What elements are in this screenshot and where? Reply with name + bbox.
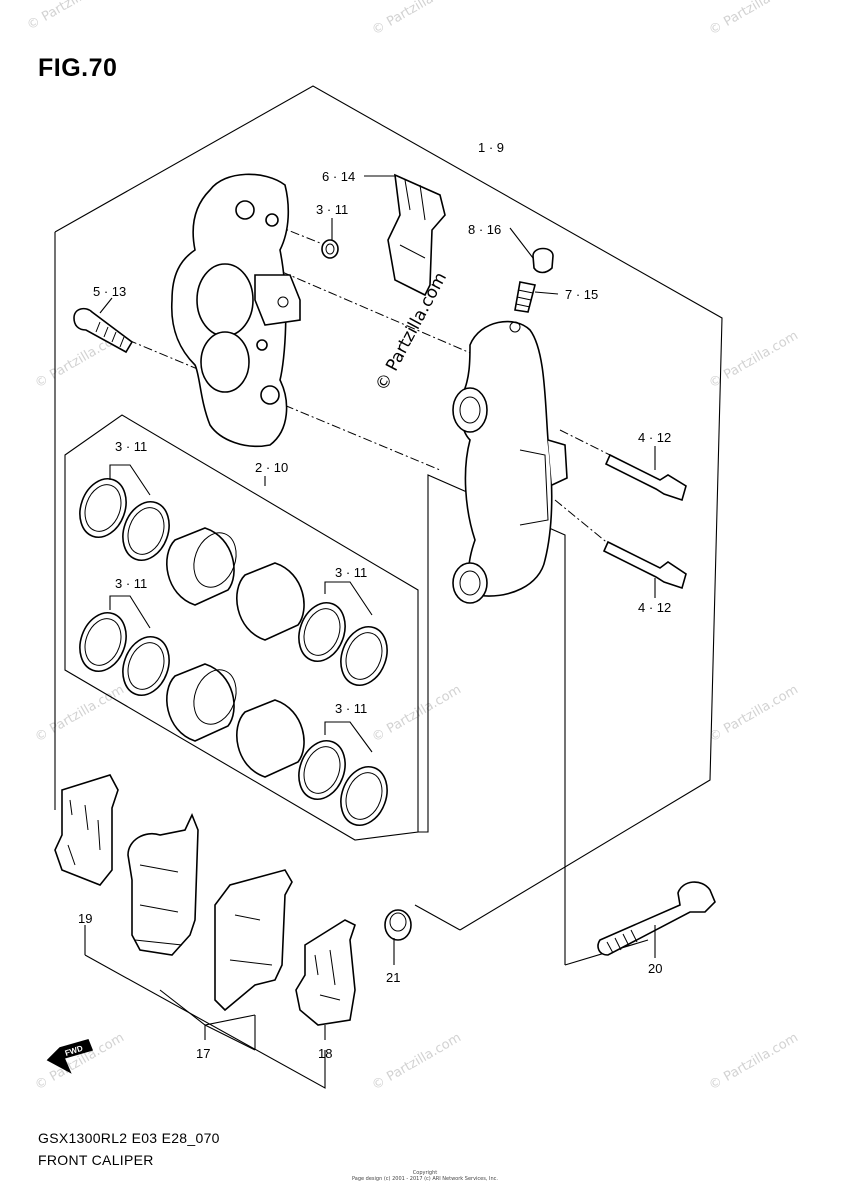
callout-3-11: 3 · 11 <box>335 565 367 580</box>
mounting-pin-4-12-top <box>604 453 687 502</box>
front-arrow-icon: FWD <box>46 1039 94 1074</box>
callout-3-11: 3 · 11 <box>115 576 147 591</box>
callout-3-11: 3 · 11 <box>335 701 367 716</box>
watermark-text: © Partzilla.com <box>25 0 119 33</box>
watermark-text: © Partzilla.com <box>707 682 801 745</box>
callout-5-13: 5 · 13 <box>93 284 126 299</box>
brake-pad-17-front <box>127 812 199 956</box>
washer-3-11-top <box>321 239 339 259</box>
shim-18 <box>295 919 356 1026</box>
callout-19: 19 <box>78 911 92 926</box>
caliper-mounting-bolt-20 <box>597 881 716 956</box>
brake-pad-17-rear <box>214 869 293 1012</box>
watermark-text: © Partzilla.com <box>707 1030 801 1093</box>
copyright-line-1: Copyright <box>412 1170 438 1176</box>
model-code: GSX1300RL2 E03 E28_070 <box>38 1130 220 1146</box>
bleeder-cap <box>532 247 554 274</box>
callout-4-12: 4 · 12 <box>638 430 671 445</box>
callout-3-11: 3 · 11 <box>316 202 348 217</box>
callout-labels: 1 · 9 6 · 14 3 · 11 8 · 16 7 · 15 5 · 13… <box>78 140 671 1061</box>
collar-21 <box>384 909 412 941</box>
watermark-text: © Partzilla.com <box>370 682 464 745</box>
watermark-text: © Partzilla.com <box>33 682 127 745</box>
shim-19 <box>54 774 119 886</box>
assembly-name: FRONT CALIPER <box>38 1152 154 1168</box>
callout-2-10: 2 · 10 <box>255 460 288 475</box>
watermark-text: © Partzilla.com <box>707 0 801 38</box>
caliper-bolt-5-13 <box>73 307 134 354</box>
copyright-note: Copyright Page design (c) 2001 - 2017 (c… <box>330 1170 520 1182</box>
watermark-text: © Partzilla.com <box>33 1030 127 1093</box>
callout-17: 17 <box>196 1046 210 1061</box>
caliper-half-outer <box>170 173 301 448</box>
callout-18: 18 <box>318 1046 332 1061</box>
callout-20: 20 <box>648 961 662 976</box>
pad-spring <box>387 173 446 297</box>
callout-3-11: 3 · 11 <box>115 439 147 454</box>
callout-1-9: 1 · 9 <box>478 140 504 155</box>
callout-7-15: 7 · 15 <box>565 287 598 302</box>
callout-8-16: 8 · 16 <box>468 222 501 237</box>
figure-title: FIG.70 <box>38 54 118 82</box>
callout-6-14: 6 · 14 <box>322 169 355 184</box>
callout-21: 21 <box>386 970 400 985</box>
caliper-half-inner <box>452 320 568 604</box>
watermark-text: © Partzilla.com <box>370 0 464 38</box>
copyright-line-2: Page design (c) 2001 - 2017 (c) ARI Netw… <box>351 1176 499 1182</box>
assembly-frame <box>54 85 723 1089</box>
callout-4-12: 4 · 12 <box>638 600 671 615</box>
mounting-pin-4-12-bottom <box>602 540 687 590</box>
piston-seal-set <box>79 478 388 826</box>
bleeder-valve <box>514 281 536 313</box>
callout-leaders <box>99 175 656 1051</box>
watermark-text: © Partzilla.com <box>370 1030 464 1093</box>
pistons <box>166 527 305 778</box>
